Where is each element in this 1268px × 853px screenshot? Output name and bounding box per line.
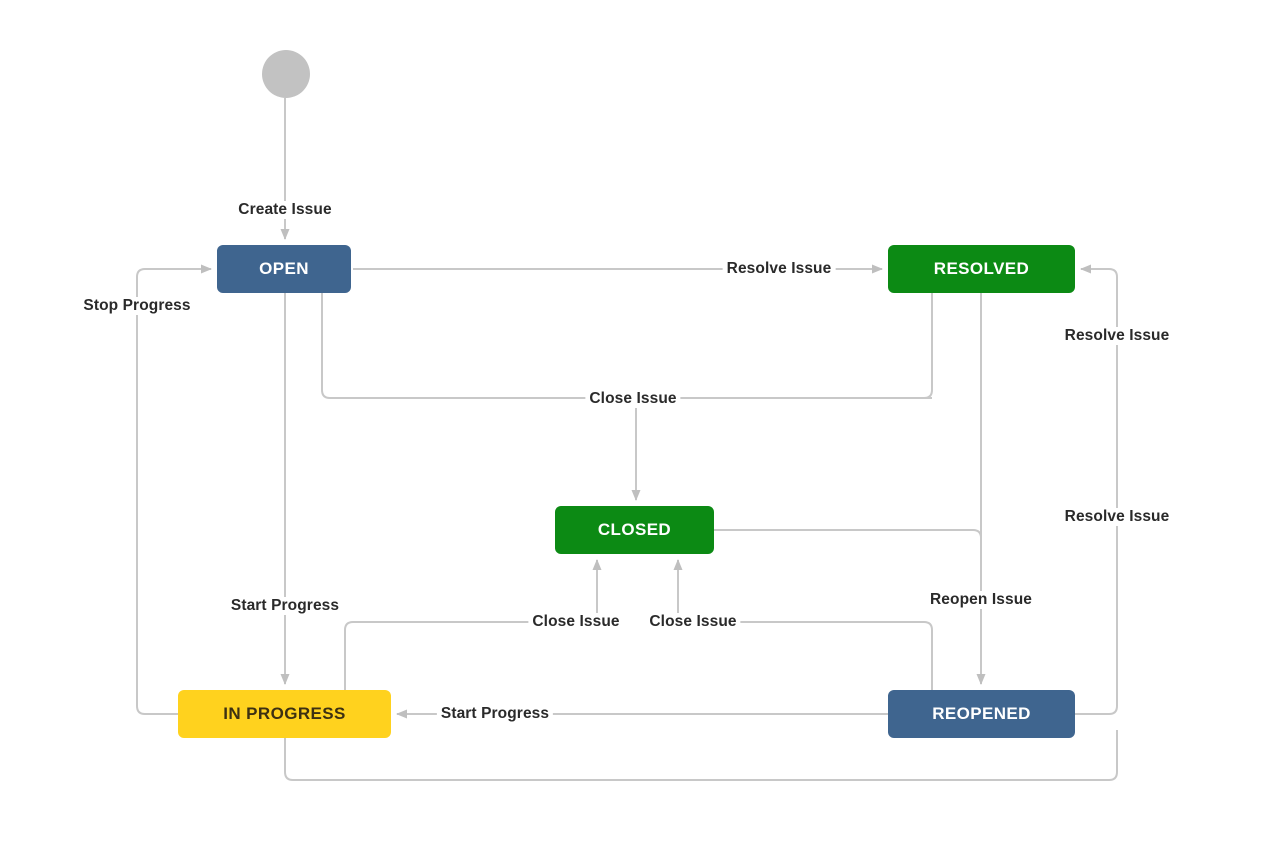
node-open-label: OPEN — [259, 259, 309, 278]
node-resolved-label: RESOLVED — [933, 259, 1030, 278]
node-in-progress[interactable]: IN PROGRESS — [178, 690, 391, 738]
edge-stop-progress — [136, 264, 212, 715]
start-node — [262, 50, 310, 98]
node-reopened[interactable]: REOPENED — [888, 690, 1075, 738]
edge-close-issue-inprogress — [344, 621, 597, 690]
edge-label-start-progress-open: Start Progress — [226, 597, 344, 615]
edge-label-create-issue: Create Issue — [234, 201, 336, 219]
node-reopened-label: REOPENED — [932, 704, 1031, 723]
node-open[interactable]: OPEN — [217, 245, 351, 293]
edge-close-issue-resolved — [336, 293, 933, 399]
edge-closed-to-reopen-rail — [714, 529, 982, 560]
edge-label-stop-progress: Stop Progress — [79, 297, 195, 315]
edge-close-issue-open — [321, 293, 932, 399]
edge-label-resolve-issue-open: Resolve Issue — [722, 260, 836, 278]
edge-resolve-issue-reopened — [1075, 264, 1118, 715]
node-closed-label: CLOSED — [597, 520, 672, 539]
edge-label-resolve-issue-reopened: Resolve Issue — [1060, 327, 1174, 345]
edge-label-close-issue-reopened: Close Issue — [645, 613, 741, 631]
edge-label-start-progress-reopened: Start Progress — [436, 705, 554, 723]
node-resolved[interactable]: RESOLVED — [888, 245, 1075, 293]
edge-label-resolve-issue-inprogress: Resolve Issue — [1060, 508, 1174, 526]
edge-label-close-issue-inprogress: Close Issue — [528, 613, 624, 631]
node-in-progress-label: IN PROGRESS — [223, 704, 346, 723]
edge-label-close-issue-open: Close Issue — [585, 390, 681, 408]
edge-close-issue-reopened — [678, 621, 933, 690]
edge-label-reopen-issue: Reopen Issue — [926, 591, 1036, 609]
node-closed[interactable]: CLOSED — [555, 506, 714, 554]
edge-resolve-issue-inprogress — [284, 730, 1118, 781]
